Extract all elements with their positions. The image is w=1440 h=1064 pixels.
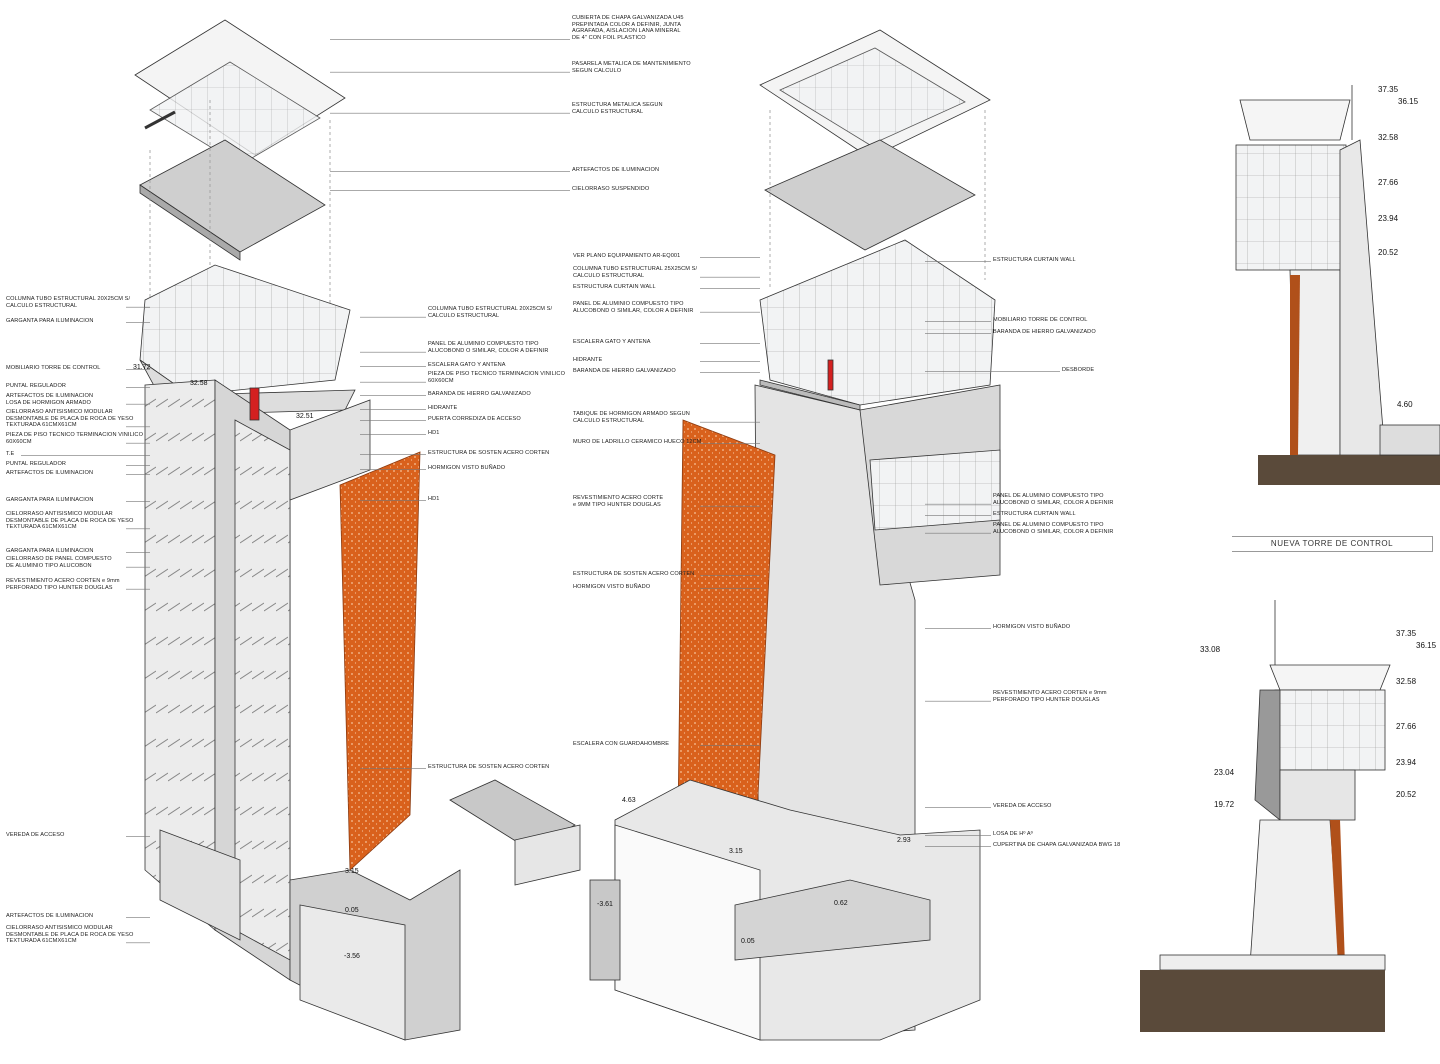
annotation-label: ARTEFACTOS DE ILUMINACION bbox=[6, 470, 94, 476]
annotation-label: PANEL DE ALUMINIO COMPUESTO TIPO ALUCOBO… bbox=[428, 341, 549, 354]
annotation-label: PASARELA METALICA DE MANTENIMIENTO SEGUN… bbox=[572, 61, 691, 74]
annotation-label: ESTRUCTURA DE SOSTEN ACERO CORTEN bbox=[573, 571, 695, 577]
elevation-level: 20.52 bbox=[1396, 790, 1417, 799]
elevation-level: 32.58 bbox=[1378, 133, 1399, 142]
annotation-label: ESTRUCTURA CURTAIN WALL bbox=[993, 511, 1076, 517]
annotation-label: ESCALERA CON GUARDAHOMBRE bbox=[573, 741, 670, 747]
hydrant bbox=[249, 387, 260, 421]
elevation-2 bbox=[1140, 600, 1391, 1032]
hydrant bbox=[827, 359, 834, 391]
elevation-level: 33.08 bbox=[1200, 645, 1221, 654]
elevation-level: 23.94 bbox=[1378, 214, 1399, 223]
annotation-label: COLUMNA TUBO ESTRUCTURAL 20X25CM S/ CALC… bbox=[6, 296, 131, 309]
level-marker: 0.05 bbox=[741, 938, 755, 945]
annotation-label: HIDRANTE bbox=[428, 405, 458, 411]
annotation-label: ESTRUCTURA CURTAIN WALL bbox=[573, 284, 656, 290]
annotation-label: ESTRUCTURA METALICA SEGUN CALCULO ESTRUC… bbox=[572, 102, 663, 115]
annotation-label: LOSA DE Hº Aº bbox=[993, 831, 1033, 837]
annotation-label: CIELORRASO ANTISISMICO MODULAR DESMONTAB… bbox=[6, 925, 134, 945]
annotation-label: HD1 bbox=[428, 430, 440, 436]
elevation-1 bbox=[1235, 85, 1440, 485]
annotation-label: CUBIERTA DE CHAPA GALVANIZADA U45 PREPIN… bbox=[572, 15, 684, 41]
annotation-label: REVESTIMIENTO ACERO CORTEN e 9mm PERFORA… bbox=[993, 690, 1107, 703]
annotation-label: CIELORRASO DE PANEL COMPUESTO DE ALUMINI… bbox=[6, 556, 112, 569]
annotation-label: HORMIGON VISTO BUÑADO bbox=[573, 584, 651, 590]
elevation-level: 23.94 bbox=[1396, 758, 1417, 767]
middle-axonometric bbox=[589, 29, 1001, 1041]
elevation-level: 19.72 bbox=[1214, 800, 1235, 809]
annotation-label: PUERTA CORREDIZA DE ACCESO bbox=[428, 416, 521, 422]
annotation-label: PANEL DE ALUMINIO COMPUESTO TIPO ALUCOBO… bbox=[993, 493, 1114, 506]
annotation-label: HIDRANTE bbox=[573, 357, 603, 363]
annotation-label: ESTRUCTURA CURTAIN WALL bbox=[993, 257, 1076, 263]
annotation-label: HORMIGON VISTO BUÑADO bbox=[993, 624, 1071, 630]
annotation-label: MURO DE LADRILLO CERAMICO HUECO 12CM bbox=[573, 439, 702, 445]
level-marker: 2.93 bbox=[897, 837, 911, 844]
annotation-label: PUNTAL REGULADOR bbox=[6, 461, 67, 467]
annotation-label: VEREDA DE ACCESO bbox=[6, 832, 65, 838]
annotation-label: REVESTIMIENTO ACERO CORTE e 9MM TIPO HUN… bbox=[573, 495, 664, 508]
level-marker: -3.61 bbox=[597, 901, 613, 908]
annotation-label: CIELORRASO ANTISISMICO MODULAR DESMONTAB… bbox=[6, 511, 134, 531]
annotation-label: PUNTAL REGULADOR bbox=[6, 383, 67, 389]
annotation-label: BARANDA DE HIERRO GALVANIZADO bbox=[993, 329, 1096, 335]
annotation-label: ARTEFACTOS DE ILUMINACION LOSA DE HORMIG… bbox=[6, 393, 94, 406]
annotation-label: MOBILIARIO TORRE DE CONTROL bbox=[6, 365, 101, 371]
annotation-label: CIELORRASO SUSPENDIDO bbox=[572, 186, 650, 192]
annotation-label: HD1 bbox=[428, 496, 440, 502]
annotation-label: ESCALERA GATO Y ANTENA bbox=[573, 339, 651, 345]
level-marker: 0.05 bbox=[345, 907, 359, 914]
annotation-label: PANEL DE ALUMINIO COMPUESTO TIPO ALUCOBO… bbox=[993, 522, 1114, 535]
level-marker: -3.56 bbox=[344, 953, 360, 960]
annotation-label: ARTEFACTOS DE ILUMINACION bbox=[572, 167, 660, 173]
drawing-title: NUEVA TORRE DE CONTROL bbox=[1232, 536, 1433, 552]
annotation-label: PIEZA DE PISO TECNICO TERMINACION VINILI… bbox=[428, 371, 566, 384]
annotation-label: ESTRUCTURA DE SOSTEN ACERO CORTEN bbox=[428, 450, 550, 456]
level-marker: 4.63 bbox=[622, 797, 636, 804]
level-marker: 31.72 bbox=[133, 364, 151, 371]
annotation-label: PIEZA DE PISO TECNICO TERMINACION VINILI… bbox=[6, 432, 144, 445]
annotation-label: MOBILIARIO TORRE DE CONTROL bbox=[993, 317, 1088, 323]
elevation-level: 37.35 bbox=[1396, 629, 1417, 638]
annotation-label: ESTRUCTURA DE SOSTEN ACERO CORTEN bbox=[428, 764, 550, 770]
elevation-level: 27.66 bbox=[1378, 178, 1399, 187]
level-marker: 3.15 bbox=[345, 868, 359, 875]
level-marker: 0.62 bbox=[834, 900, 848, 907]
elevation-level: 37.35 bbox=[1378, 85, 1399, 94]
annotation-label: REVESTIMIENTO ACERO CORTEN e 9mm PERFORA… bbox=[6, 578, 120, 591]
annotation-label: VER PLANO EQUIPAMIENTO AR-EQ001 bbox=[573, 253, 681, 259]
annotation-label: CIELORRASO ANTISISMICO MODULAR DESMONTAB… bbox=[6, 409, 134, 429]
corten-panel bbox=[339, 451, 421, 871]
elevation-level: 20.52 bbox=[1378, 248, 1399, 257]
annotation-label: GARGANTA PARA ILUMINACION bbox=[6, 548, 94, 554]
level-marker: 32.58 bbox=[190, 380, 208, 387]
annotation-label: COLUMNA TUBO ESTRUCTURAL 25X25CM S/ CALC… bbox=[573, 266, 698, 279]
annotation-label: T.E bbox=[6, 451, 15, 457]
annotation-label: ESCALERA GATO Y ANTENA bbox=[428, 362, 506, 368]
annotation-label: DESBORDE bbox=[1062, 367, 1095, 373]
annotation-label: GARGANTA PARA ILUMINACION bbox=[6, 497, 94, 503]
elevation-level: 4.60 bbox=[1397, 400, 1413, 409]
annotation-label: VEREDA DE ACCESO bbox=[993, 803, 1052, 809]
elevation-level: 32.58 bbox=[1396, 677, 1417, 686]
annotation-label: BARANDA DE HIERRO GALVANIZADO bbox=[573, 368, 676, 374]
level-marker: 3.15 bbox=[729, 848, 743, 855]
annotation-label: BARANDA DE HIERRO GALVANIZADO bbox=[428, 391, 531, 397]
annotation-label: COLUMNA TUBO ESTRUCTURAL 20X25CM S/ CALC… bbox=[428, 306, 553, 319]
annotation-label: HORMIGON VISTO BUÑADO bbox=[428, 465, 506, 471]
annotation-label: PANEL DE ALUMINIO COMPUESTO TIPO ALUCOBO… bbox=[573, 301, 694, 314]
elevation-level: 23.04 bbox=[1214, 768, 1235, 777]
elevation-level: 27.66 bbox=[1396, 722, 1417, 731]
annotation-label: ARTEFACTOS DE ILUMINACION bbox=[6, 913, 94, 919]
elevation-level: 36.15 bbox=[1398, 97, 1419, 106]
left-section-axonometric bbox=[134, 19, 581, 1041]
level-marker: 32.51 bbox=[296, 413, 314, 420]
annotation-label: GARGANTA PARA ILUMINACION bbox=[6, 318, 94, 324]
annotation-label: TABIQUE DE HORMIGON ARMADO SEGUN CALCULO… bbox=[573, 411, 690, 424]
elevation-level: 36.15 bbox=[1416, 641, 1437, 650]
annotation-label: CUPERTINA DE CHAPA GALVANIZADA BWG 18 bbox=[993, 842, 1121, 848]
